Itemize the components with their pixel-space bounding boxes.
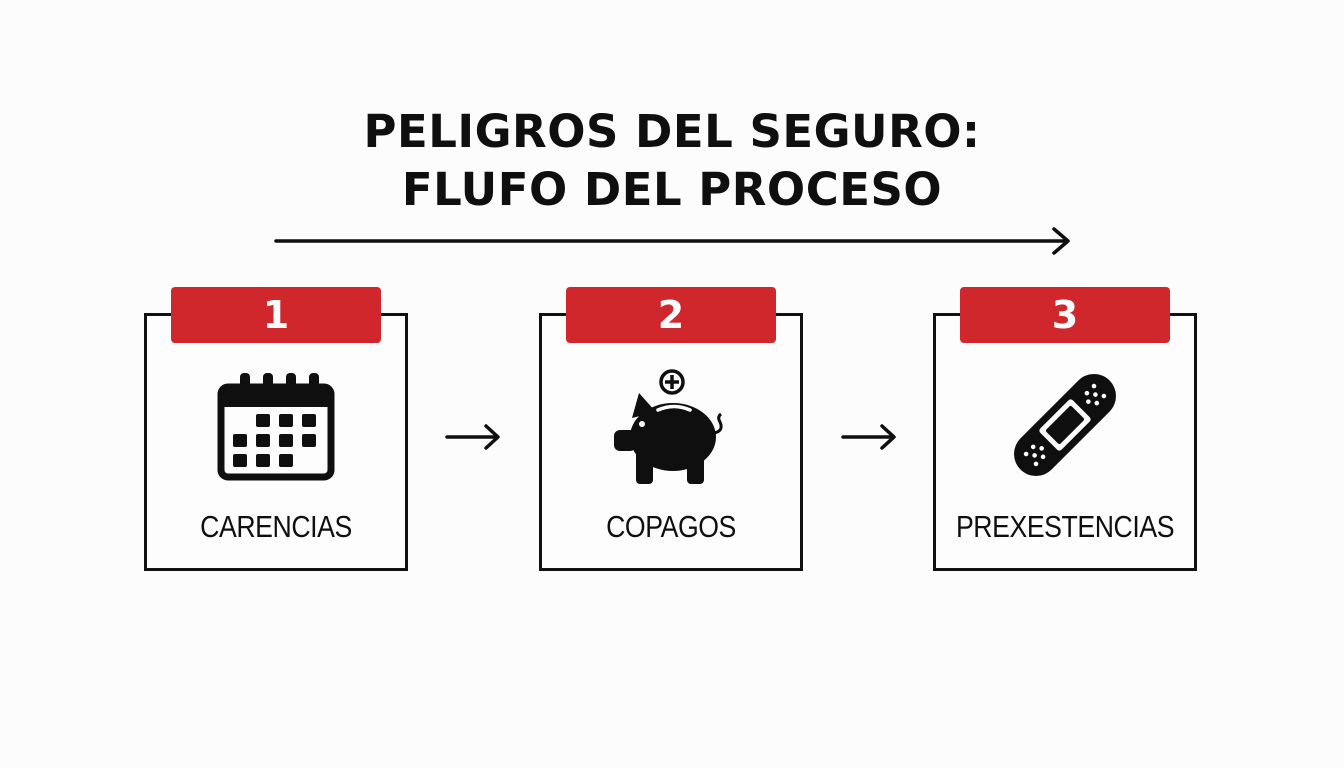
step-arrow-1-to-2 xyxy=(445,424,500,450)
diagram-title-line-1: PELIGROS DEL SEGURO: xyxy=(363,105,981,158)
diagram-title-line-2: FLUFO DEL PROCESO xyxy=(401,163,943,216)
piggy-bank-icon xyxy=(606,360,736,490)
step-card-copagos: 2 COPAGOS xyxy=(539,287,803,571)
step-number-badge: 1 xyxy=(171,287,381,343)
step-number-badge: 2 xyxy=(566,287,776,343)
step-card-carencias: 1 CARENCIAS xyxy=(144,287,408,571)
step-arrow-2-to-3 xyxy=(841,424,896,450)
bandage-icon xyxy=(1000,360,1130,490)
step-label: CARENCIAS xyxy=(200,509,352,544)
process-flow-arrow xyxy=(274,227,1070,255)
step-label: PREXESTENCIAS xyxy=(955,509,1175,544)
step-number-badge: 3 xyxy=(960,287,1170,343)
calendar-icon xyxy=(211,360,341,490)
step-label: COPAGOS xyxy=(606,509,736,544)
step-card-prexestencias: 3 PREXESTENCIAS xyxy=(933,287,1197,571)
